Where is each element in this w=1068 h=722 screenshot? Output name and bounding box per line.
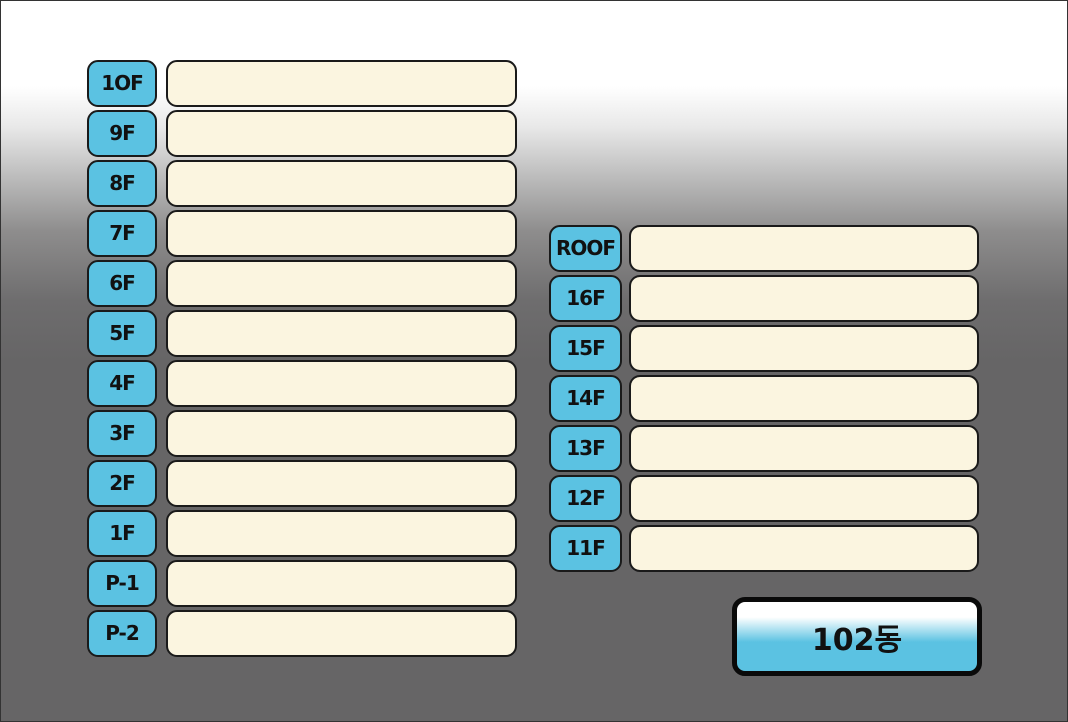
floor-label: 12F: [549, 474, 622, 522]
floor-label: 15F: [549, 324, 622, 372]
floor-label: P-1: [87, 559, 157, 607]
floor-row: P-2: [87, 608, 517, 658]
floor-label: 13F: [549, 424, 622, 472]
floor-tenant-bar: [629, 424, 979, 472]
floor-row: 3F: [87, 408, 517, 458]
floor-row: ROOF: [549, 223, 979, 273]
floor-label: P-2: [87, 609, 157, 657]
floor-tenant-bar: [629, 224, 979, 272]
building-number-badge: 102동: [732, 597, 982, 676]
floor-tenant-bar: [166, 609, 517, 657]
floor-label: 8F: [87, 159, 157, 207]
floor-row: P-1: [87, 558, 517, 608]
floor-label: 1OF: [87, 59, 157, 107]
floor-row: 5F: [87, 308, 517, 358]
floor-tenant-bar: [629, 324, 979, 372]
floor-label: 1F: [87, 509, 157, 557]
floor-tenant-bar: [629, 524, 979, 572]
floor-tenant-bar: [166, 509, 517, 557]
floor-row: 7F: [87, 208, 517, 258]
floor-row: 12F: [549, 473, 979, 523]
floor-tenant-bar: [166, 309, 517, 357]
floor-tenant-bar: [166, 559, 517, 607]
floor-tenant-bar: [166, 259, 517, 307]
floor-label: 11F: [549, 524, 622, 572]
floor-tenant-bar: [166, 409, 517, 457]
floor-label: 3F: [87, 409, 157, 457]
floor-label: 14F: [549, 374, 622, 422]
floor-label: 9F: [87, 109, 157, 157]
floor-row: 4F: [87, 358, 517, 408]
floor-tenant-bar: [166, 59, 517, 107]
floor-label: 6F: [87, 259, 157, 307]
floor-tenant-bar: [166, 459, 517, 507]
floor-tenant-bar: [629, 374, 979, 422]
floor-label: ROOF: [549, 224, 622, 272]
floor-tenant-bar: [629, 474, 979, 522]
floor-row: 16F: [549, 273, 979, 323]
floor-row: 15F: [549, 323, 979, 373]
floor-label: 4F: [87, 359, 157, 407]
floor-label: 2F: [87, 459, 157, 507]
floor-tenant-bar: [166, 359, 517, 407]
floor-tenant-bar: [166, 109, 517, 157]
floor-tenant-bar: [166, 159, 517, 207]
floor-row: 11F: [549, 523, 979, 573]
floor-label: 16F: [549, 274, 622, 322]
floor-tenant-bar: [166, 209, 517, 257]
floor-row: 13F: [549, 423, 979, 473]
floor-label: 7F: [87, 209, 157, 257]
floor-row: 8F: [87, 158, 517, 208]
floor-row: 1OF: [87, 58, 517, 108]
floor-row: 14F: [549, 373, 979, 423]
floor-row: 2F: [87, 458, 517, 508]
floor-row: 6F: [87, 258, 517, 308]
floor-tenant-bar: [629, 274, 979, 322]
floor-row: 1F: [87, 508, 517, 558]
floor-label: 5F: [87, 309, 157, 357]
floor-row: 9F: [87, 108, 517, 158]
